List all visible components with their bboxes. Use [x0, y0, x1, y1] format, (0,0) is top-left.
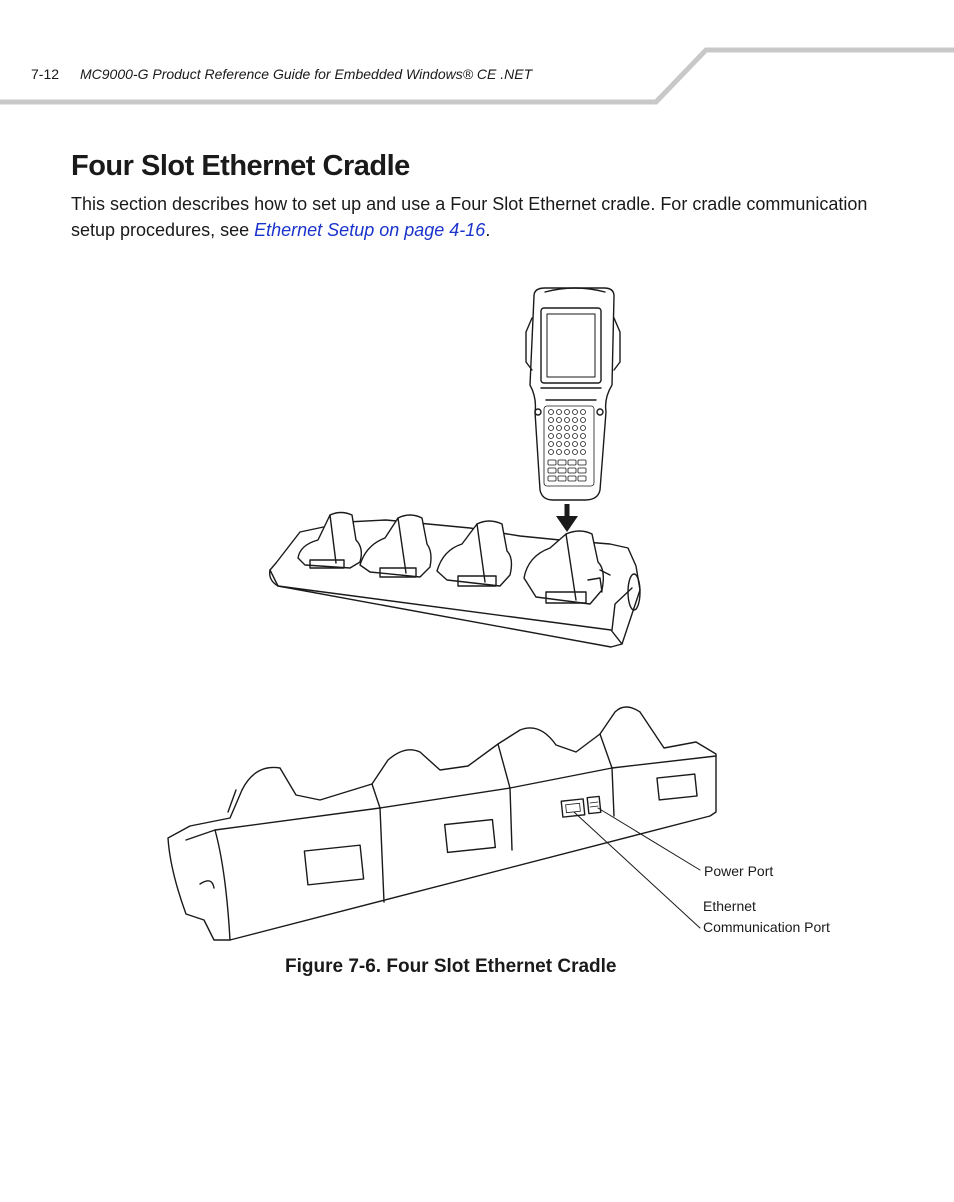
figure-illustration — [167, 287, 717, 941]
power-port-leader — [597, 807, 701, 871]
ethernet-port-leader — [573, 811, 701, 929]
ethernet-port-label-line1: Ethernet — [703, 898, 756, 914]
cradle-rear-view — [167, 706, 717, 941]
page-number: 7-12 — [31, 66, 60, 82]
intro-text: This section describes how to set up and… — [71, 194, 868, 240]
cradle-top-view — [268, 511, 641, 648]
ethernet-port-label-line2: Communication Port — [703, 919, 830, 935]
ethernet-setup-link[interactable]: Ethernet Setup on page 4-16 — [254, 220, 486, 240]
running-title: MC9000-G Product Reference Guide for Emb… — [80, 66, 533, 82]
intro-paragraph: This section describes how to set up and… — [71, 191, 871, 243]
keypad — [543, 405, 595, 487]
insertion-arrow — [556, 504, 578, 532]
section-heading: Four Slot Ethernet Cradle — [71, 150, 410, 182]
handheld-terminal — [525, 287, 621, 501]
power-port-label: Power Port — [704, 863, 774, 879]
header-rule — [0, 47, 954, 105]
ethernet-port-label: Ethernet Communication Port — [703, 896, 830, 938]
intro-end: . — [485, 220, 491, 240]
figure-caption: Figure 7-6. Four Slot Ethernet Cradle — [285, 956, 617, 977]
